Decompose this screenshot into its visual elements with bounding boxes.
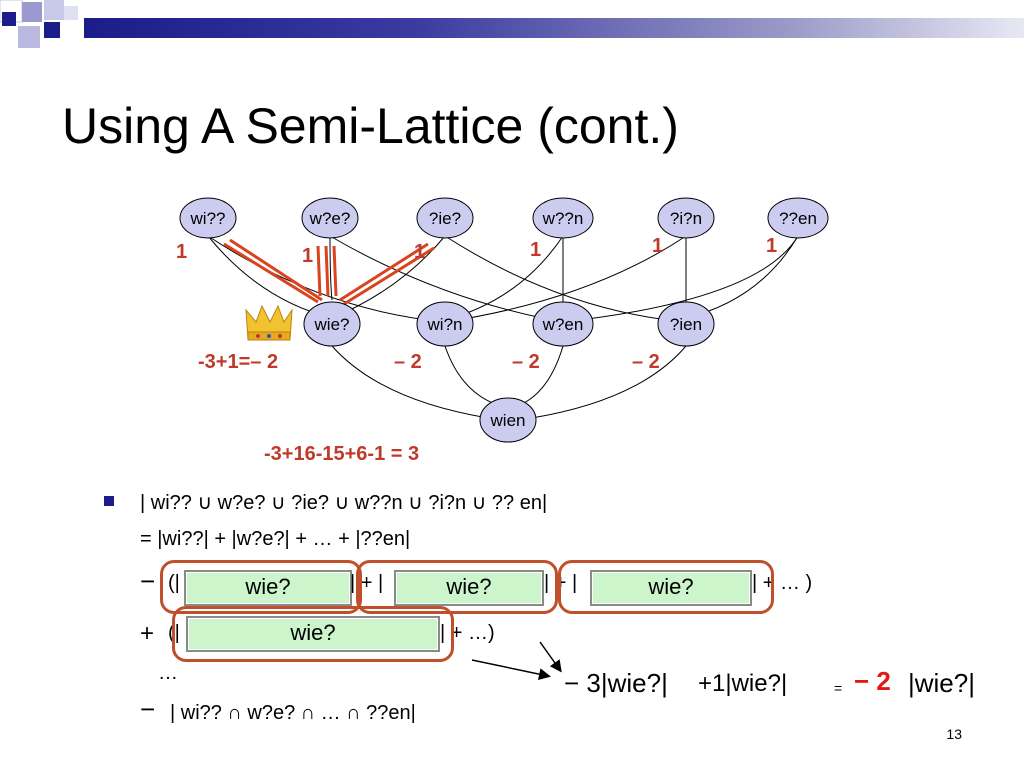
slide-title: Using A Semi-Lattice (cont.) [62, 98, 679, 154]
node-label: wie? [314, 315, 350, 334]
node-label: ?i?n [670, 209, 702, 228]
mid-node-2: w?en [532, 301, 594, 347]
node-label: ?ie? [429, 209, 461, 228]
top-weight: 1 [530, 239, 541, 261]
result-equals: = [834, 680, 843, 696]
bullet-marker [104, 496, 114, 506]
top-node-0: wi?? [179, 197, 237, 239]
header-bar [84, 18, 1024, 38]
crown-icon [245, 304, 293, 341]
top-node-4: ?i?n [657, 197, 715, 239]
mid-node-1: wi?n [416, 301, 474, 347]
result-term-1: − 3|wie?| [564, 668, 668, 698]
node-label: wien [490, 411, 526, 430]
top-node-1: w?e? [301, 197, 359, 239]
node-label: wi?n [427, 315, 463, 334]
top-node-2: ?ie? [416, 197, 474, 239]
node-label: w??n [542, 209, 584, 228]
top-weight: 1 [176, 241, 187, 263]
node-label: w?e? [309, 209, 351, 228]
result-tail: |wie?| [908, 668, 975, 698]
formula-line-union: | wi?? ∪ w?e? ∪ ?ie? ∪ w??n ∪ ?i?n ∪ ?? … [140, 492, 548, 514]
top-weight: 1 [766, 235, 777, 257]
formula-open: (| [168, 572, 180, 594]
mid-node-0: wie? [303, 301, 361, 347]
highlight-edges [223, 238, 435, 306]
corner-decoration [0, 0, 78, 48]
result-term-2: +1|wie?| [698, 670, 788, 697]
node-label: ??en [779, 209, 817, 228]
highlight-oval [356, 560, 558, 614]
page-number: 13 [946, 726, 962, 742]
top-node-3: w??n [532, 197, 594, 239]
wie-box-1: wie? [184, 570, 352, 606]
highlight-oval [558, 560, 774, 614]
formula-ellipsis: … [158, 662, 178, 684]
mid-weight: -3+1=– 2 [198, 351, 278, 373]
bottom-weight: -3+16-15+6-1 = 3 [264, 443, 419, 465]
wie-box-2: wie? [394, 570, 544, 606]
mid-weight: – 2 [632, 351, 660, 373]
formula-minus-sign: − [140, 694, 156, 724]
wie-box-3: wie? [590, 570, 752, 606]
highlight-oval [172, 606, 454, 662]
node-label: w?en [542, 315, 584, 334]
formula-end: | + … ) [752, 572, 813, 594]
top-weight: 1 [652, 235, 663, 257]
top-weight: 1 [414, 241, 425, 263]
node-label: wi?? [190, 209, 226, 228]
top-weight: 1 [302, 245, 313, 267]
mid-weight: – 2 [394, 351, 422, 373]
formula-minus-sign: − [140, 566, 156, 596]
top-node-5: ??en [767, 197, 829, 239]
result-value: − 2 [854, 666, 891, 696]
node-label: ?ien [670, 315, 702, 334]
wie-box-4: wie? [186, 616, 440, 652]
mid-node-3: ?ien [657, 301, 715, 347]
formula-intersection: | wi?? ∩ w?e? ∩ … ∩ ??en| [170, 702, 416, 724]
highlight-oval [160, 560, 362, 614]
mid-weight: – 2 [512, 351, 540, 373]
formula-line-sum: = |wi??| + |w?e?| + … + |??en| [140, 528, 411, 550]
semi-lattice-diagram: wi?? w?e? ?ie? w??n ?i?n ??en wie? wi?n … [176, 197, 829, 465]
bottom-node: wien [479, 397, 537, 443]
formula-plus-sign: + [140, 620, 155, 647]
